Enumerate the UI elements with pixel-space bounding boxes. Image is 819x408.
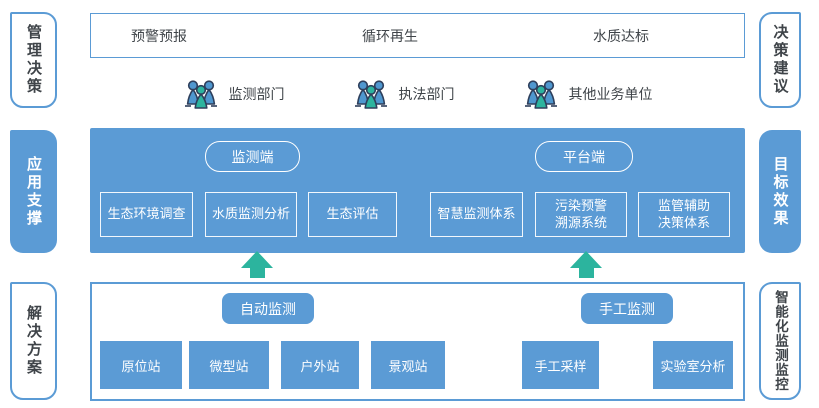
- rail-intelligent-monitoring: 智能化监测监控: [759, 282, 801, 400]
- people-group-icon: [354, 80, 387, 109]
- station-lab-analysis: 实验室分析: [653, 341, 733, 389]
- dept-enforcement: 执法部门: [353, 78, 455, 110]
- app-item-eco-survey: 生态环境调查: [100, 192, 193, 237]
- dept-label: 监测部门: [228, 86, 285, 102]
- goal-early-warning: 预警预报: [131, 27, 187, 44]
- up-arrow-icon: [241, 251, 273, 278]
- application-layer-panel: 监测端 平台端 生态环境调查 水质监测分析 生态评估 智慧监测体系 污染预警 溯…: [90, 128, 745, 253]
- rail-solution: 解决方案: [10, 282, 57, 400]
- station-manual-sampling: 手工采样: [522, 341, 599, 389]
- tag-monitor-side: 监测端: [205, 141, 300, 172]
- dept-label: 执法部门: [398, 86, 455, 102]
- up-arrow-icon: [570, 251, 602, 278]
- tag-auto-monitoring: 自动监测: [222, 293, 314, 324]
- departments-row: 监测部门 执法部门: [90, 71, 745, 117]
- rail-management-decision: 管理决策: [10, 12, 57, 108]
- tag-manual-monitoring: 手工监测: [581, 293, 673, 324]
- rail-application-support: 应用支撑: [10, 130, 57, 253]
- app-item-water-analysis: 水质监测分析: [205, 192, 297, 237]
- app-item-smart-monitoring: 智慧监测体系: [430, 192, 523, 237]
- station-landscape: 景观站: [371, 341, 445, 389]
- goals-bar: 预警预报 循环再生 水质达标: [90, 13, 745, 58]
- app-item-supervision-support: 监管辅助 决策体系: [638, 192, 730, 237]
- solution-layer-panel: 自动监测 手工监测 原位站 微型站 户外站 景观站 手工采样 实验室分析: [90, 282, 745, 401]
- station-micro: 微型站: [189, 341, 269, 389]
- goal-recycling: 循环再生: [362, 27, 418, 44]
- goal-water-quality: 水质达标: [593, 27, 649, 44]
- dept-other-business: 其他业务单位: [523, 78, 653, 110]
- people-group-icon: [524, 80, 557, 109]
- app-item-pollution-tracing: 污染预警 溯源系统: [535, 192, 627, 237]
- tag-platform-side: 平台端: [535, 141, 633, 172]
- station-in-situ: 原位站: [100, 341, 182, 389]
- station-outdoor: 户外站: [281, 341, 359, 389]
- dept-label: 其他业务单位: [568, 86, 653, 102]
- dept-monitoring: 监测部门: [183, 78, 285, 110]
- rail-target-effect: 目标效果: [759, 130, 801, 253]
- people-group-icon: [184, 80, 217, 109]
- rail-decision-advice: 决策建议: [759, 12, 801, 108]
- app-item-eco-assessment: 生态评估: [308, 192, 397, 237]
